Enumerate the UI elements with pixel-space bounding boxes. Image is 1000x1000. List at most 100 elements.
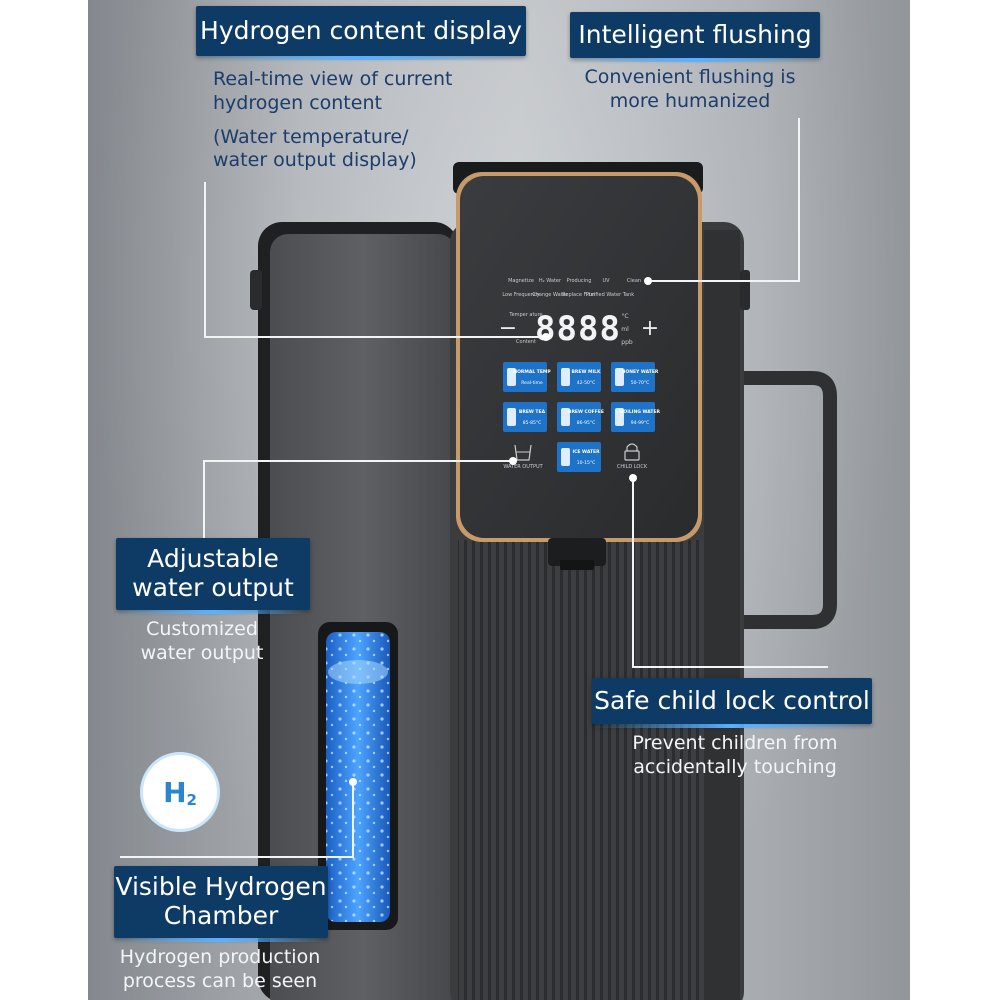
preset-buttons: NORMAL TEMP Real-time BREW MILK 42-50°C HONE… — [503, 362, 661, 472]
status-low-frequency: Low Frequency — [502, 292, 539, 298]
output-title-line: Adjustable — [147, 544, 279, 574]
status-purified-tank: Purified Water Tank — [586, 292, 634, 298]
ribbed-front — [458, 540, 704, 1000]
status-h2-water: H₂ Water — [539, 278, 562, 284]
preset-button-icon — [561, 368, 570, 386]
status-clean: Clean — [627, 278, 641, 284]
hydrogen-display-title-text: Hydrogen content display — [200, 15, 522, 45]
leader-dot-output — [509, 457, 517, 465]
preset-button-label: BREW MILK — [571, 369, 601, 375]
child-lock-label: CHILD LOCK — [617, 464, 648, 470]
chamber-title-line: Chamber — [163, 901, 279, 930]
desc-line: water output — [140, 641, 264, 664]
chamber-desc: Hydrogen production process can be seen — [110, 946, 330, 994]
desc-line: Hydrogen production — [119, 946, 321, 968]
preset-button-label: BOILING WATER — [620, 409, 661, 415]
preset-button[interactable]: ICE WATER 10-15°C — [557, 442, 601, 472]
leader-dot-flush — [644, 277, 652, 285]
desc-line: accidentally touching — [633, 755, 837, 778]
leader-line-output-h — [203, 460, 513, 462]
handle — [740, 371, 837, 629]
preset-button-label: NORMAL TEMP — [513, 369, 551, 375]
unit-ml: ml — [621, 326, 629, 333]
desc-line: Real-time view of current — [213, 68, 453, 90]
leader-line-flush-v — [798, 118, 800, 282]
leader-dot-lock — [629, 474, 637, 482]
preset-button-icon — [507, 408, 516, 426]
control-panel-screen — [460, 176, 698, 538]
leader-dot-chamber — [349, 778, 357, 786]
status-magnetize: Magnetize — [508, 278, 534, 284]
preset-button-icon — [615, 408, 624, 426]
preset-button[interactable]: BOILING WATER 94-99°C — [611, 402, 661, 432]
preset-button-sub: 42-50°C — [577, 380, 595, 386]
preset-button-sub: 94-99°C — [631, 420, 649, 426]
digital-display: 8888 — [535, 309, 621, 349]
preset-button-sub: 50-70°C — [631, 380, 649, 386]
preset-button[interactable]: NORMAL TEMP Real-time — [503, 362, 551, 392]
desc-line: Customized — [146, 618, 258, 640]
plus-button[interactable]: + — [641, 316, 659, 341]
preset-button[interactable]: BREW MILK 42-50°C — [557, 362, 601, 392]
desc-line: more humanized — [609, 89, 771, 112]
leader-dot-display — [542, 333, 550, 341]
preset-button-icon — [507, 368, 516, 386]
hydrogen-display-desc: Real-time view of current hydrogen conte… — [213, 68, 452, 173]
output-title: Adjustable water output — [116, 538, 310, 614]
output-desc: Customized water output — [112, 618, 292, 666]
label-content: Content — [516, 339, 536, 345]
desc-line: (Water temperature/ — [213, 125, 409, 148]
leader-line-flush-h — [648, 280, 800, 282]
status-replace-filter: Replace Filter — [562, 292, 597, 298]
output-title-line: water output — [132, 573, 294, 602]
preset-button-label: ICE WATER — [572, 449, 600, 455]
child-lock-desc: Prevent children from accidentally touch… — [610, 732, 860, 780]
h2-badge-h: H — [163, 775, 187, 809]
leader-line-display-h — [204, 336, 546, 338]
status-change-water: Change Water — [532, 292, 568, 298]
desc-line: process can be seen — [122, 969, 318, 992]
preset-button-label: BREW COFFEE — [568, 409, 604, 415]
preset-button-icon — [561, 448, 570, 466]
leader-line-lock-h — [632, 666, 828, 668]
minus-button[interactable]: − — [499, 316, 517, 341]
leader-line-output-v — [203, 460, 205, 540]
desc-line: hydrogen content — [213, 91, 382, 114]
leader-line-chamber-v — [352, 782, 354, 858]
status-uv: UV — [602, 278, 610, 284]
water-cup-icon[interactable] — [514, 444, 532, 461]
hydrogen-display-title: Hydrogen content display — [196, 6, 526, 60]
flushing-desc: Convenient flushing is more humanized — [570, 66, 810, 114]
chamber-title-line: Visible Hydrogen — [115, 872, 327, 902]
preset-button-icon — [615, 368, 624, 386]
preset-button-icon — [561, 408, 570, 426]
flushing-title-text: Intelligent flushing — [578, 19, 812, 49]
flushing-title: Intelligent flushing — [570, 12, 820, 62]
child-lock-title-text: Safe child lock control — [594, 685, 870, 715]
status-producing: Producing — [567, 278, 592, 284]
preset-button-sub: 85-85°C — [523, 420, 541, 426]
preset-button-sub: 10-15°C — [577, 460, 595, 466]
label-temp-volume: Temper ature — [508, 312, 542, 318]
spout — [548, 538, 606, 566]
leader-line-chamber-h — [120, 856, 354, 858]
desc-line: water output display) — [213, 149, 417, 172]
lock-icon[interactable] — [624, 443, 640, 461]
child-lock-title: Safe child lock control — [592, 678, 872, 728]
desc-line: Prevent children from — [632, 732, 838, 754]
h2-badge-sub: 2 — [186, 791, 197, 809]
desc-line: Convenient flushing is — [584, 66, 796, 88]
chamber-title: Visible Hydrogen Chamber — [114, 866, 328, 942]
leader-line-display-v — [204, 182, 206, 338]
leader-line-lock-v — [632, 478, 634, 668]
unit-ppb: ppb — [621, 339, 633, 346]
preset-button-sub: Real-time — [521, 380, 543, 386]
unit-c: °C — [621, 313, 628, 320]
